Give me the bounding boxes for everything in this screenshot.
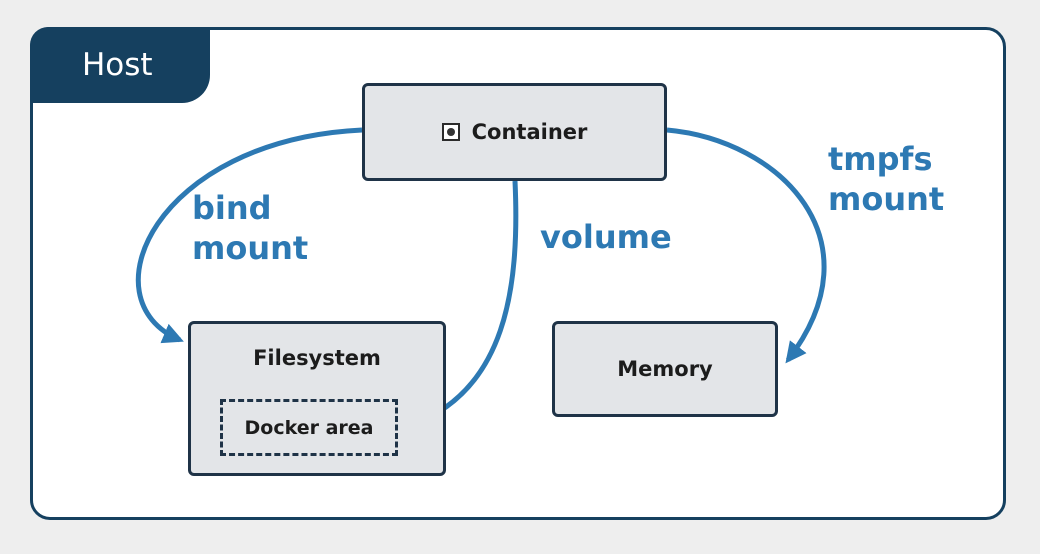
tmpfs-mount-label-line2: mount [828,180,945,218]
tmpfs-mount-label-line1: tmpfs [828,140,933,178]
tmpfs-mount-arrow [666,127,827,364]
bind-mount-label-line2: mount [192,229,309,267]
container-label: Container [471,120,588,144]
tmpfs-mount-label: tmpfs mount [828,139,944,219]
bind-mount-label-line1: bind [192,189,272,227]
bind-mount-label: bind mount [192,188,308,268]
bind-mount-arrow [135,127,363,344]
container-box: Container [362,83,667,181]
memory-box: Memory [552,321,778,417]
memory-label: Memory [617,357,713,381]
docker-area-label: Docker area [244,416,374,439]
container-icon [441,123,460,141]
filesystem-label: Filesystem [253,346,381,370]
docker-area-box: Docker area [220,399,398,456]
filesystem-box: Filesystem Docker area [188,321,446,476]
volume-label: volume [540,218,672,256]
host-label: Host [30,27,210,103]
